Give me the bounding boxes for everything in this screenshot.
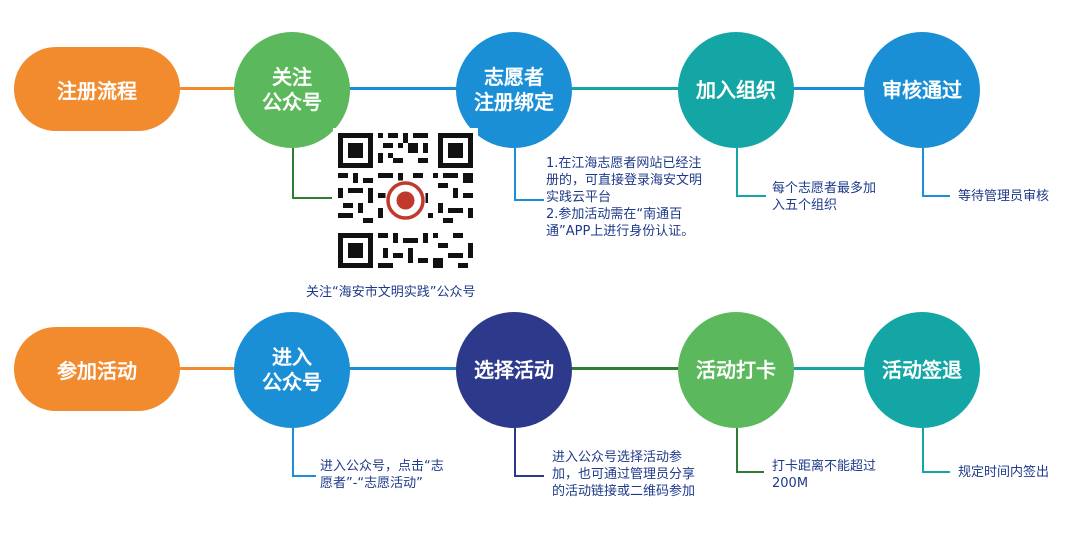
connector-line [300, 367, 510, 370]
step-label: 公众号 [262, 370, 322, 394]
note-select-activity: 进入公众号选择活动参 加，也可通过管理员分享 的活动链接或二维码参加 [552, 449, 732, 500]
note-line: 等待管理员审核 [958, 189, 1050, 204]
callout-line [922, 195, 950, 197]
step-label: 注册绑定 [474, 90, 554, 114]
step-label: 关注 [272, 65, 312, 89]
note-checkin: 打卡距离不能超过 200M [772, 458, 902, 492]
callout-line [736, 148, 738, 196]
note-line: 册的，可直接登录海安文明 [546, 173, 703, 188]
callout-line [736, 195, 766, 197]
callout-line [514, 148, 516, 200]
note-line: 200M [772, 476, 809, 491]
callout-line [736, 428, 738, 472]
note-enter-account: 进入公众号，点击“志 愿者”-“志愿活动” [320, 458, 500, 492]
note-line: 1.在江海志愿者网站已经注 [546, 156, 702, 171]
step-enter-account: 进入 公众号 [234, 312, 350, 428]
step-activity-checkout: 活动签退 [864, 312, 980, 428]
register-process-start: 注册流程 [14, 47, 180, 131]
step-label: 志愿者 [484, 65, 544, 89]
note-line: 每个志愿者最多加 [772, 181, 877, 196]
note-checkout: 规定时间内签出 [958, 464, 1078, 481]
start-label: 参加活动 [57, 358, 137, 383]
step-label: 选择活动 [474, 357, 554, 382]
step-label: 审核通过 [882, 77, 962, 102]
note-line: 实践云平台 [546, 190, 612, 205]
callout-line [922, 471, 950, 473]
step-follow-account: 关注 公众号 [234, 32, 350, 148]
connector-line [150, 87, 270, 90]
step-label: 公众号 [262, 90, 322, 114]
note-line: 愿者”-“志愿活动” [320, 476, 423, 491]
qr-code-image [333, 128, 478, 273]
callout-line [292, 428, 294, 476]
connector-line [530, 87, 740, 90]
callout-line [922, 148, 924, 196]
step-review-pass: 审核通过 [864, 32, 980, 148]
step-join-org: 加入组织 [678, 32, 794, 148]
note-line: 打卡距离不能超过 [772, 459, 877, 474]
callout-line [736, 471, 764, 473]
start-label: 注册流程 [57, 78, 137, 103]
note-line: 2.参加活动需在“南通百 [546, 207, 683, 222]
connector-line [530, 367, 740, 370]
note-line: 加，也可通过管理员分享 [552, 467, 696, 482]
connector-line [760, 87, 920, 90]
connector-line [150, 367, 270, 370]
join-activity-start: 参加活动 [14, 327, 180, 411]
step-label: 活动打卡 [696, 357, 776, 382]
note-line: 的活动链接或二维码参加 [552, 484, 696, 499]
note-line: 进入公众号选择活动参 [552, 450, 683, 465]
connector-line [760, 367, 920, 370]
callout-line [292, 148, 294, 198]
step-label: 加入组织 [696, 77, 776, 102]
step-label: 活动签退 [882, 357, 962, 382]
note-line: 进入公众号，点击“志 [320, 459, 444, 474]
connector-line [300, 87, 510, 90]
callout-line [514, 428, 516, 476]
note-line: 通”APP上进行身份认证。 [546, 224, 695, 239]
note-line: 规定时间内签出 [958, 465, 1050, 480]
step-activity-checkin: 活动打卡 [678, 312, 794, 428]
callout-line [292, 475, 316, 477]
note-review: 等待管理员审核 [958, 188, 1078, 205]
callout-line [514, 475, 544, 477]
callout-line [292, 197, 332, 199]
step-label: 进入 [272, 345, 312, 369]
qr-caption: 关注“海安市文明实践”公众号 [306, 285, 476, 300]
note-line: 入五个组织 [772, 198, 838, 213]
note-join-org: 每个志愿者最多加 入五个组织 [772, 180, 902, 214]
callout-line [514, 199, 544, 201]
callout-line [922, 428, 924, 472]
note-register: 1.在江海志愿者网站已经注 册的，可直接登录海安文明 实践云平台 2.参加活动需… [546, 155, 746, 240]
step-select-activity: 选择活动 [456, 312, 572, 428]
